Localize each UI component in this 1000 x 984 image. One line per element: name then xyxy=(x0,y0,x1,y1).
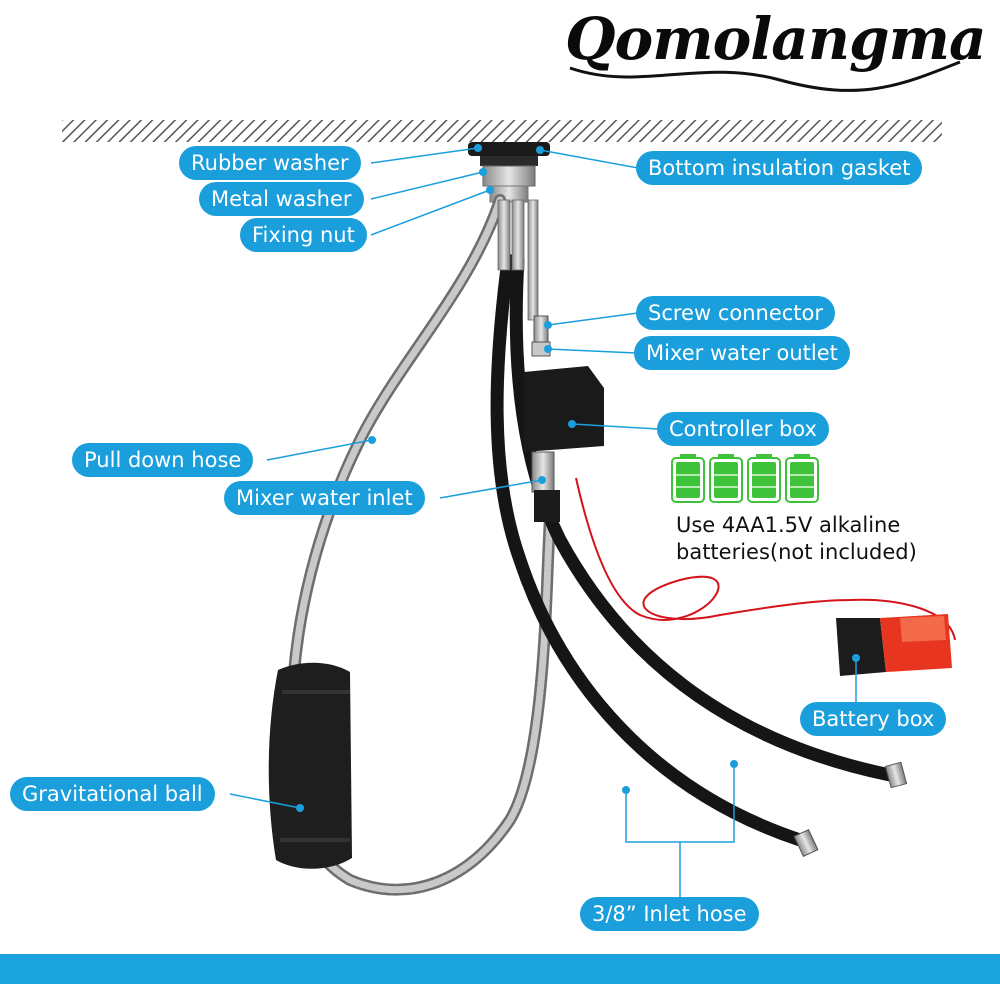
brand-logo: Qomolangma xyxy=(565,5,987,73)
gravitational-ball-label: Gravitational ball xyxy=(10,777,215,811)
battery-icon xyxy=(747,454,781,503)
inlet-hoses xyxy=(490,253,897,847)
rubber-washer-label: Rubber washer xyxy=(179,146,361,180)
controller-box-label: Controller box xyxy=(657,412,829,446)
inlet-hose-label: 3/8” Inlet hose xyxy=(580,897,759,931)
controller-box-device xyxy=(524,366,604,522)
battery-icon xyxy=(785,454,819,503)
battery-box-label: Battery box xyxy=(800,702,947,736)
battery-wire xyxy=(575,477,956,641)
metal-washer-label: Metal washer xyxy=(199,182,364,216)
screw-connector-label: Screw connector xyxy=(636,296,836,330)
leader-lines xyxy=(229,147,857,898)
bottom-insulation-gasket-label: Bottom insulation gasket xyxy=(636,151,923,185)
faucet-base xyxy=(468,142,550,203)
bottom-bar xyxy=(0,954,1000,984)
pull-down-hose-label: Pull down hose xyxy=(72,443,254,477)
inlet-hose-nuts xyxy=(793,761,908,858)
leader-dots xyxy=(296,144,860,812)
battery-icon xyxy=(709,454,743,503)
hose-fittings xyxy=(497,199,551,357)
battery-box-device xyxy=(836,614,952,676)
battery-note-line-1: Use 4AA1.5V alkaline xyxy=(676,513,901,537)
gravitational-ball-device xyxy=(268,662,352,869)
battery-icons xyxy=(671,454,819,503)
battery-note-line-2: batteries(not included) xyxy=(676,540,917,564)
battery-icon xyxy=(671,454,705,503)
battery-note: Use 4AA1.5V alkaline batteries(not inclu… xyxy=(676,512,917,566)
mixer-water-inlet-label: Mixer water inlet xyxy=(224,481,425,515)
countertop-hatch xyxy=(62,120,942,142)
mixer-water-outlet-label: Mixer water outlet xyxy=(634,336,850,370)
fixing-nut-label: Fixing nut xyxy=(240,218,367,252)
brand-swoosh xyxy=(569,60,961,92)
